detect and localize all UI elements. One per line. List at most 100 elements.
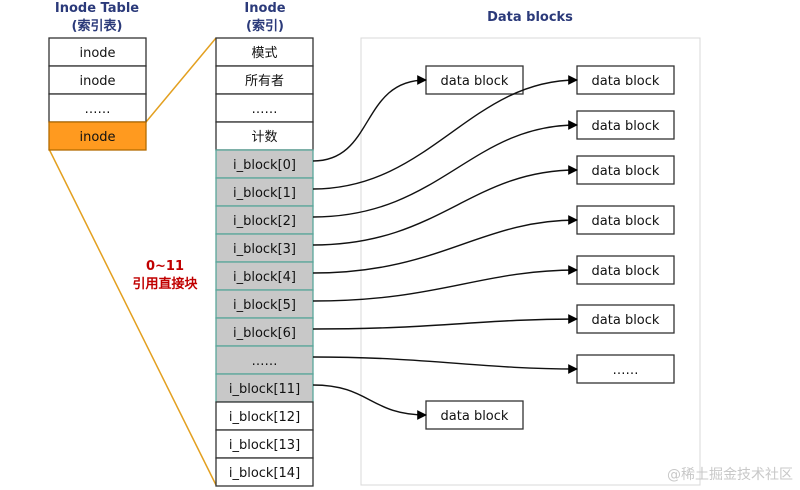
data-block-label: data block: [441, 74, 509, 89]
data-block-label: data block: [592, 264, 660, 279]
data-block-box: ……: [576, 354, 675, 384]
pointer-arrow: [312, 120, 578, 218]
inode-row-label: 计数: [251, 130, 277, 145]
inode-row: i_block[13]: [215, 429, 314, 459]
inode-field-cell: [215, 93, 314, 123]
inode-row: i_block[11]: [215, 373, 314, 403]
inode-row: ……: [215, 345, 314, 375]
inode-row-label: i_block[1]: [233, 186, 296, 201]
inode-row: i_block[3]: [215, 233, 314, 263]
inode-row-label: i_block[12]: [229, 410, 300, 425]
annotation-range: 0~11: [146, 259, 184, 274]
data-block-box: data block: [425, 65, 524, 95]
inode-field-cell: [215, 65, 314, 95]
data-block-rect: [576, 354, 675, 384]
inode-subtitle: (索引): [246, 18, 284, 34]
inode-row: i_block[0]: [215, 149, 314, 179]
inode-table-cell: [48, 93, 147, 123]
connector-line-top: [145, 37, 217, 123]
inode-block-pointer-cell: [215, 289, 314, 319]
inode-row: i_block[14]: [215, 457, 314, 487]
inode-field-cell: [215, 121, 314, 151]
inode-row-label: i_block[4]: [233, 270, 296, 285]
data-block-label: ……: [613, 363, 639, 378]
inode-block-pointer-cell: [215, 373, 314, 403]
pointer-arrow: [312, 215, 578, 274]
inode-table-cell-label: inode: [79, 74, 115, 89]
inode-row-label: i_block[5]: [233, 298, 296, 313]
inode-row: ……: [215, 93, 314, 123]
watermark: @稀土掘金技术社区: [667, 467, 793, 483]
data-block-rect: [576, 255, 675, 285]
data-block-rect: [576, 155, 675, 185]
data-block-rect: [576, 205, 675, 235]
inode-row-label: i_block[14]: [229, 466, 300, 481]
inode-table-subtitle: (索引表): [72, 18, 123, 34]
data-blocks-frame: [360, 37, 701, 486]
inode-row: 所有者: [215, 65, 314, 95]
data-block-box: data block: [576, 110, 675, 140]
inode-block-pointer-cell: [215, 233, 314, 263]
data-block-box: data block: [425, 400, 524, 430]
inode-row: i_block[2]: [215, 205, 314, 235]
inode-block-pointer-cell: [215, 317, 314, 347]
data-block-label: data block: [592, 313, 660, 328]
data-block-label: data block: [592, 164, 660, 179]
inode-row-label: i_block[6]: [233, 326, 296, 341]
inode-row-label: i_block[11]: [229, 382, 300, 397]
annotation-label: 引用直接块: [132, 276, 198, 292]
data-block-rect: [576, 65, 675, 95]
data-block-box: data block: [576, 155, 675, 185]
data-block-rect: [576, 110, 675, 140]
inode-block-pointer-cell: [215, 345, 314, 375]
inode-table-cell-label: ……: [85, 102, 111, 117]
data-block-box: data block: [576, 304, 675, 334]
data-block-box: data block: [576, 65, 675, 95]
pointer-arrow: [312, 75, 578, 190]
inode-row: i_block[12]: [215, 401, 314, 431]
inode-table-row: inode: [48, 65, 147, 95]
pointer-arrow: [312, 356, 578, 374]
pointer-arrow: [312, 75, 427, 162]
inode-field-cell: [215, 457, 314, 487]
inode-row: i_block[1]: [215, 177, 314, 207]
inode-table-row: ……: [48, 93, 147, 123]
inode-row-label: i_block[3]: [233, 242, 296, 257]
data-block-box: data block: [576, 255, 675, 285]
inode-row-label: i_block[13]: [229, 438, 300, 453]
inode-block-pointer-cell: [215, 149, 314, 179]
data-block-label: data block: [592, 214, 660, 229]
inode-row: i_block[6]: [215, 317, 314, 347]
inode-row-label: ……: [252, 354, 278, 369]
data-block-label: data block: [592, 119, 660, 134]
inode-row-label: 模式: [251, 46, 277, 61]
inode-table-cell-label: inode: [79, 46, 115, 61]
connector-line-bottom: [48, 148, 217, 486]
inode-title: Inode: [244, 1, 285, 16]
pointer-arrow: [312, 314, 578, 330]
pointer-arrow: [312, 384, 427, 420]
data-block-rect: [425, 65, 524, 95]
inode-block-pointer-cell: [215, 205, 314, 235]
inode-row-label: i_block[0]: [233, 158, 296, 173]
data-block-label: data block: [441, 409, 509, 424]
inode-table-row: inode: [48, 37, 147, 67]
inode-table-cell-label: inode: [79, 130, 115, 145]
data-block-label: data block: [592, 74, 660, 89]
data-block-box: data block: [576, 205, 675, 235]
data-blocks-title: Data blocks: [487, 10, 573, 25]
inode-row-label: ……: [252, 102, 278, 117]
inode-table-row-highlighted: inode: [48, 121, 147, 151]
inode-row: i_block[5]: [215, 289, 314, 319]
inode-table-title: Inode Table: [55, 1, 139, 16]
inode-row-label: 所有者: [245, 74, 284, 89]
inode-row: 模式: [215, 37, 314, 67]
inode-table-cell: [48, 121, 147, 151]
inode-row: 计数: [215, 121, 314, 151]
pointer-arrow: [312, 265, 578, 302]
inode-row-label: i_block[2]: [233, 214, 296, 229]
data-block-rect: [576, 304, 675, 334]
pointer-arrow: [312, 165, 578, 246]
inode-row: i_block[4]: [215, 261, 314, 291]
